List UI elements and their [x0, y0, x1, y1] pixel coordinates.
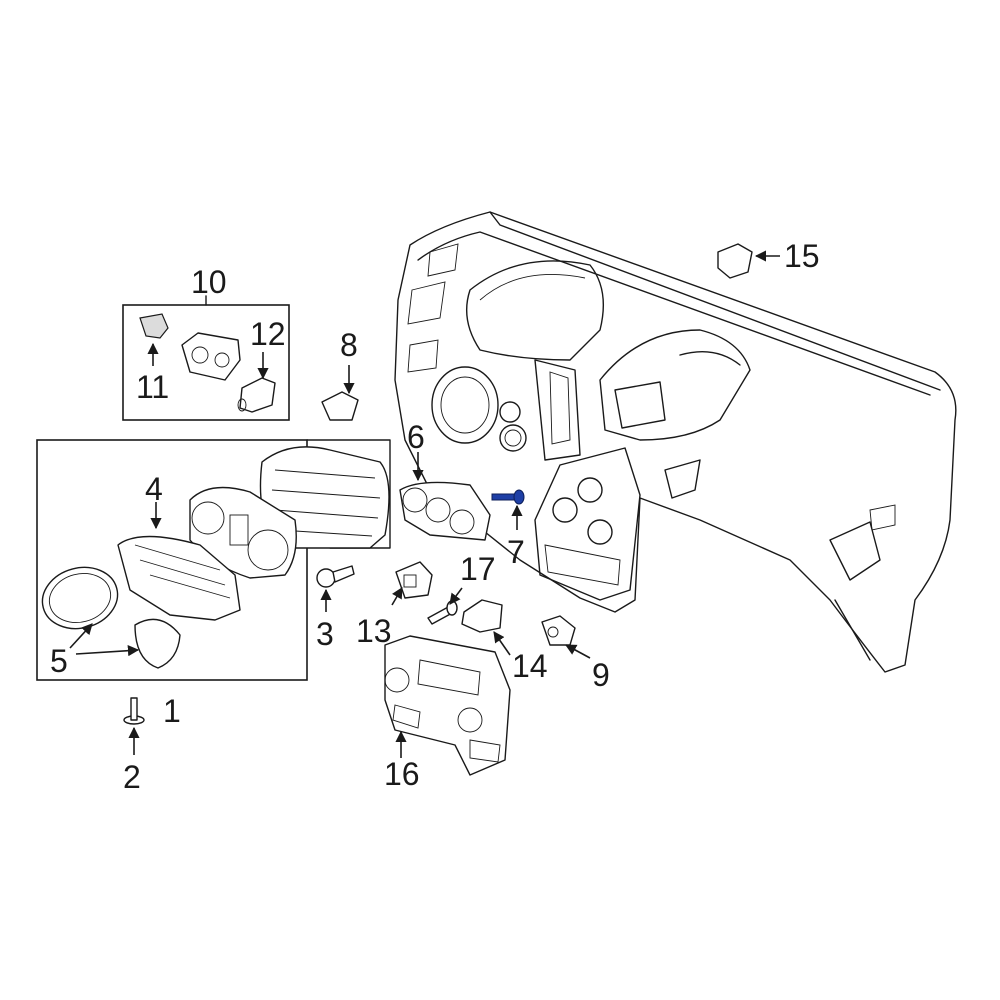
- callout-4: 4: [145, 471, 163, 507]
- part-13: [395, 561, 433, 599]
- part-9: [541, 615, 576, 646]
- part-16: [384, 635, 511, 776]
- part-14: [461, 599, 503, 633]
- leader-lines: [69, 250, 780, 758]
- callout-3: 3: [316, 616, 334, 652]
- callout-10: 10: [191, 264, 227, 300]
- callout-15: 15: [784, 238, 820, 274]
- callout-2: 2: [123, 759, 141, 795]
- callout-13: 13: [356, 613, 392, 649]
- callout-5: 5: [50, 643, 68, 679]
- callout-17: 17: [460, 551, 496, 587]
- part-7: [491, 489, 525, 505]
- part-5-left: [41, 566, 119, 630]
- part-15: [717, 243, 753, 279]
- callout-16: 16: [384, 756, 420, 792]
- part-6: [399, 481, 491, 541]
- dashboard-panel: [394, 211, 957, 673]
- part-10: [181, 332, 241, 381]
- part-8: [321, 391, 359, 421]
- group-box-1: [36, 439, 308, 681]
- part-17: [427, 600, 458, 625]
- callout-11: 11: [136, 369, 169, 405]
- part-5-right: [134, 618, 181, 669]
- callout-1: 1: [163, 693, 181, 729]
- part-11: [139, 313, 169, 339]
- callout-9: 9: [592, 657, 610, 693]
- callout-7: 7: [507, 534, 525, 570]
- callout-6: 6: [407, 419, 425, 455]
- callout-14: 14: [512, 648, 548, 684]
- gauge-face: [189, 486, 297, 579]
- part-12: [237, 377, 276, 413]
- part-4: [117, 535, 241, 621]
- part-3: [316, 565, 355, 588]
- callout-8: 8: [340, 327, 358, 363]
- part-2: [123, 697, 145, 725]
- callout-12: 12: [250, 316, 286, 352]
